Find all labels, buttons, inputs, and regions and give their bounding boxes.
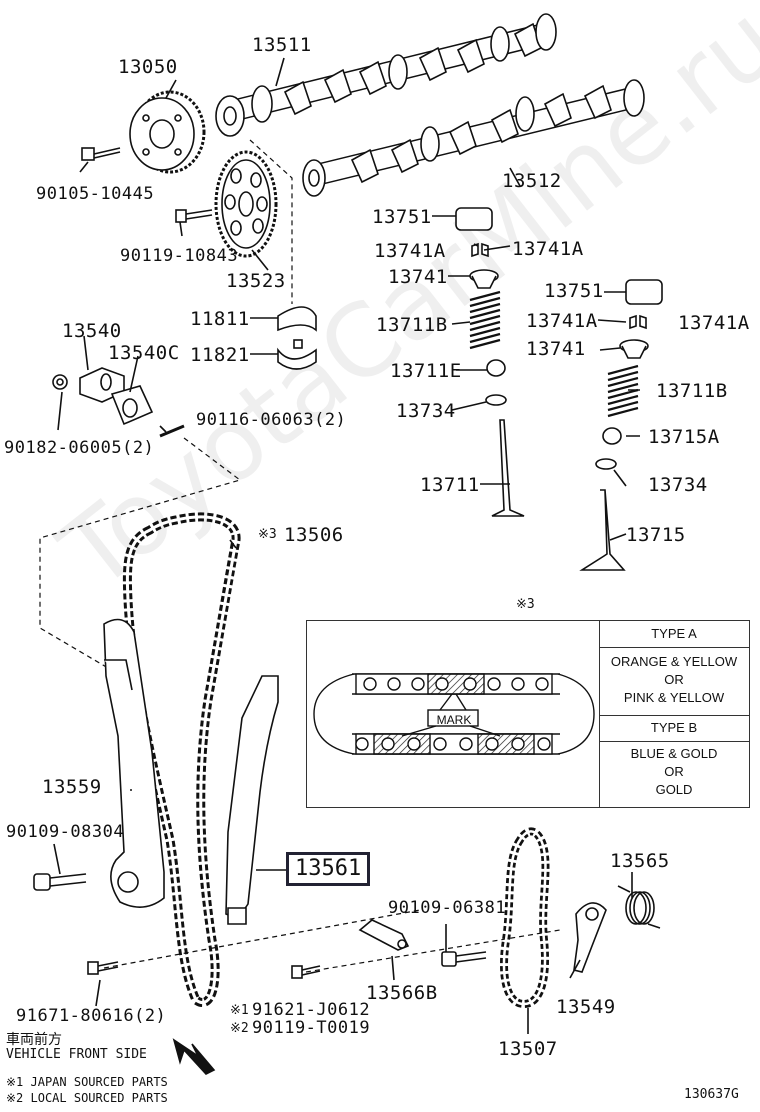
label-chain: 13506 [284, 524, 344, 546]
oil-pump-chain [500, 827, 550, 1009]
label-lifter-b: 13751 [544, 280, 604, 302]
label-retainer-b: 13741 [526, 338, 586, 360]
bearing-upper [277, 306, 317, 332]
label-valve-exhaust: 13715 [626, 524, 686, 546]
mark-2: ※2 [230, 1021, 249, 1036]
type-a-colors-1: ORANGE & YELLOW [610, 654, 738, 669]
front-arrow-icon [172, 1038, 216, 1075]
label-bolt-left: 91671-80616(2) [16, 1006, 167, 1026]
note-japan-sourced: ※1 JAPAN SOURCED PARTS [6, 1075, 168, 1089]
label-seal-a: 13734 [396, 400, 456, 422]
oil-jet [358, 919, 410, 951]
label-lifter-a: 13751 [372, 206, 432, 228]
label-seat-a: 13711E [390, 360, 462, 382]
tensioner-spring [617, 885, 661, 929]
label-camshaft-intake: 13511 [252, 34, 312, 56]
label-bolt-sprocket: 90119-10843 [120, 246, 239, 266]
cam-timing-gear [129, 90, 206, 174]
label-damper-highlighted: 13561 [286, 852, 371, 886]
label-tensioner: 13540 [62, 320, 122, 342]
label-cam-timing-gear: 13050 [118, 56, 178, 78]
front-label-jp: 車両前方 [6, 1032, 62, 1048]
label-bolt-gear: 90105-10445 [36, 184, 155, 204]
label-seat-b: 13715A [648, 426, 720, 448]
label-keeper-a-right: 13741A [512, 238, 584, 260]
camshaft-intake [215, 13, 557, 137]
chain-mark-illustration [313, 673, 595, 755]
bolt-slipper [33, 873, 87, 891]
label-sprocket: 13523 [226, 270, 286, 292]
mark-label: MARK [436, 713, 472, 727]
chain-type-table: TYPE A ORANGE & YELLOW OR PINK & YELLOW … [306, 620, 750, 808]
label-nut-tensioner: 90182-06005(2) [4, 438, 155, 458]
label-spring: 13565 [610, 850, 670, 872]
type-a-header: TYPE A [651, 626, 697, 641]
label-tensioner-arm: 13549 [556, 996, 616, 1018]
front-label-en: VEHICLE FRONT SIDE [6, 1047, 147, 1062]
label-retainer-a: 13741 [388, 266, 448, 288]
valve-train-exhaust [579, 279, 663, 571]
figure-id: 130637G [684, 1087, 739, 1102]
label-spring-a: 13711B [376, 314, 448, 336]
type-b-colors-1: BLUE & GOLD [630, 746, 718, 761]
chain-slipper [103, 618, 165, 908]
bolt-pump [441, 951, 487, 967]
chain-marker: ※3 [258, 527, 277, 542]
label-spring-b: 13711B [656, 380, 728, 402]
bolt-oil-jet [291, 965, 321, 979]
label-valve-intake: 13711 [420, 474, 480, 496]
label-stud: 90116-06063(2) [196, 410, 347, 430]
label-bolt-japan: 91621-J0612 [252, 1000, 371, 1020]
bolt-gear [81, 147, 121, 161]
bolt-sprocket [175, 209, 213, 223]
table-marker: ※3 [516, 597, 535, 612]
chain-damper [225, 675, 279, 925]
label-bearing-upper: 11811 [190, 308, 250, 330]
sprocket [214, 150, 278, 258]
valve-train-intake [455, 207, 525, 517]
tensioner-arm [573, 902, 607, 973]
label-keeper-b-right: 13741A [678, 312, 750, 334]
label-bolt-pump: 90109-06381 [388, 898, 507, 918]
label-slipper: 13559 [42, 776, 102, 798]
label-bearing-lower: 11821 [190, 344, 250, 366]
label-keeper-a-left: 13741A [374, 240, 446, 262]
label-oil-jet: 13566B [366, 982, 438, 1004]
tensioner-gasket [110, 385, 154, 426]
label-tensioner-gasket: 13540C [108, 342, 180, 364]
label-camshaft-exhaust: 13512 [502, 170, 562, 192]
camshaft-exhaust [302, 79, 645, 197]
bolt-left [87, 961, 119, 975]
label-bolt-slipper: 90109-08304 [6, 822, 125, 842]
bearing-lower [277, 339, 317, 370]
label-pump-chain: 13507 [498, 1038, 558, 1060]
label-keeper-b-left: 13741A [526, 310, 598, 332]
label-seal-b: 13734 [648, 474, 708, 496]
type-b-colors-2: GOLD [655, 782, 693, 797]
type-b-or: OR [664, 764, 684, 779]
stud [159, 424, 185, 438]
mark-1: ※1 [230, 1003, 249, 1018]
note-local-sourced: ※2 LOCAL SOURCED PARTS [6, 1091, 168, 1105]
type-b-header: TYPE B [650, 720, 698, 735]
type-a-colors-2: PINK & YELLOW [623, 690, 725, 705]
type-a-or: OR [664, 672, 684, 687]
label-bolt-local: 90119-T0019 [252, 1018, 371, 1038]
